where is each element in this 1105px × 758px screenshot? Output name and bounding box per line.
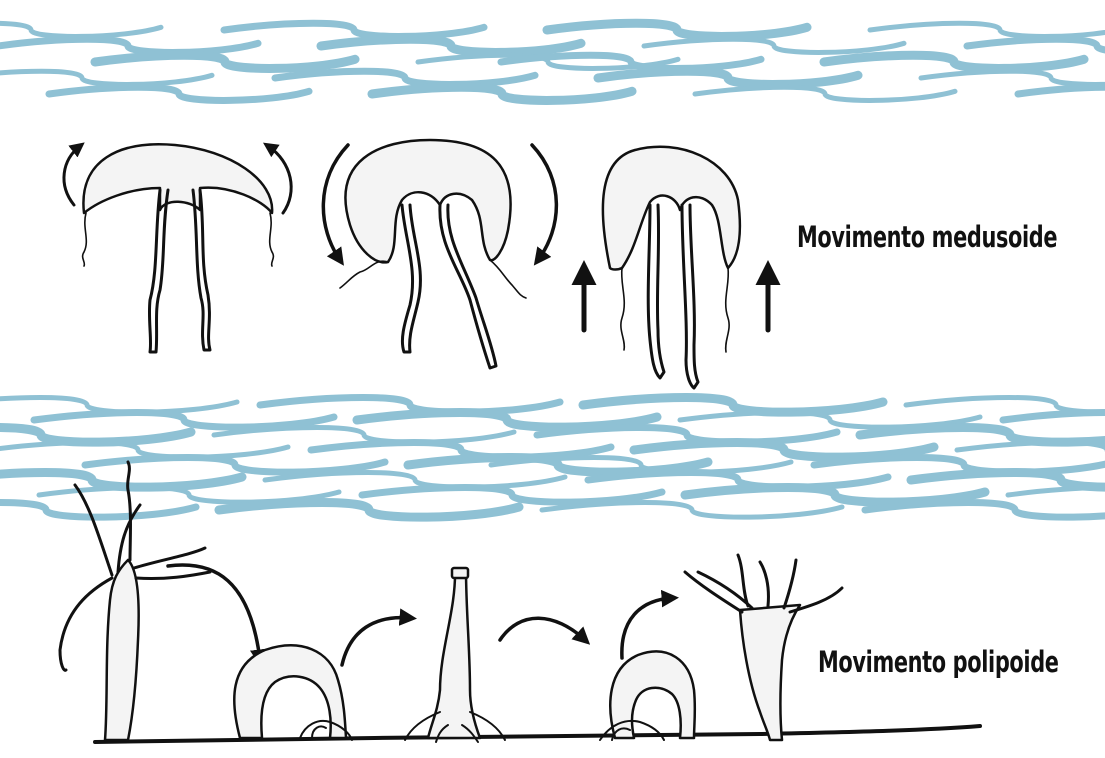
- water-band-middle: [0, 398, 1105, 518]
- water-stroke: [583, 398, 883, 413]
- polyp-stage-3: [405, 568, 505, 742]
- water-stroke: [0, 503, 196, 518]
- water-stroke: [0, 71, 212, 84]
- water-stroke: [865, 503, 1105, 518]
- water-stroke: [0, 443, 288, 458]
- water-stroke: [921, 71, 1105, 84]
- arrow-polyp-3: [500, 618, 585, 640]
- polyp-stage-1: [60, 462, 210, 740]
- water-band-top: [0, 23, 1105, 100]
- polyp-stage-4: [600, 652, 695, 740]
- water-stroke: [814, 458, 1105, 473]
- seafloor-line: [95, 726, 980, 742]
- arrow-down-right: [532, 145, 556, 260]
- water-stroke: [34, 413, 334, 428]
- water-stroke: [219, 503, 519, 518]
- water-stroke: [1018, 87, 1105, 100]
- arrow-polyp-1: [168, 565, 260, 660]
- water-stroke: [372, 87, 632, 100]
- water-stroke: [957, 443, 1105, 458]
- arrow-down-left: [323, 145, 348, 260]
- water-stroke: [870, 23, 1105, 36]
- water-stroke: [860, 428, 1105, 443]
- water-stroke: [49, 87, 309, 100]
- water-stroke: [598, 71, 858, 84]
- water-stroke: [824, 55, 1084, 68]
- water-stroke: [95, 55, 355, 68]
- water-stroke: [542, 503, 842, 518]
- water-stroke: [644, 39, 904, 52]
- water-stroke: [0, 473, 242, 488]
- polyp-stage-2: [234, 645, 352, 740]
- water-stroke: [265, 473, 565, 488]
- water-stroke: [321, 39, 581, 52]
- label-polypoid-movement: Movimento polipoide: [818, 645, 1059, 679]
- water-stroke: [1003, 413, 1105, 428]
- water-stroke: [214, 428, 514, 443]
- water-stroke: [0, 39, 258, 52]
- arrow-polyp-4: [622, 598, 672, 658]
- water-stroke: [501, 55, 761, 68]
- water-stroke: [967, 39, 1105, 52]
- arrow-up-left: [64, 146, 80, 205]
- water-stroke: [1008, 488, 1105, 503]
- medusa-stage-2: [340, 140, 526, 368]
- water-stroke: [362, 488, 662, 503]
- water-stroke: [224, 23, 484, 36]
- label-medusoid-movement: Movimento medusoide: [797, 220, 1057, 254]
- water-stroke: [0, 428, 191, 443]
- medusa-stage-1: [83, 144, 274, 352]
- water-stroke: [0, 23, 161, 36]
- medusa-stage-3: [603, 147, 740, 388]
- water-stroke: [275, 71, 535, 84]
- water-stroke: [547, 23, 807, 36]
- arrow-polyp-2: [342, 618, 410, 665]
- water-stroke: [695, 87, 955, 100]
- water-stroke: [911, 473, 1105, 488]
